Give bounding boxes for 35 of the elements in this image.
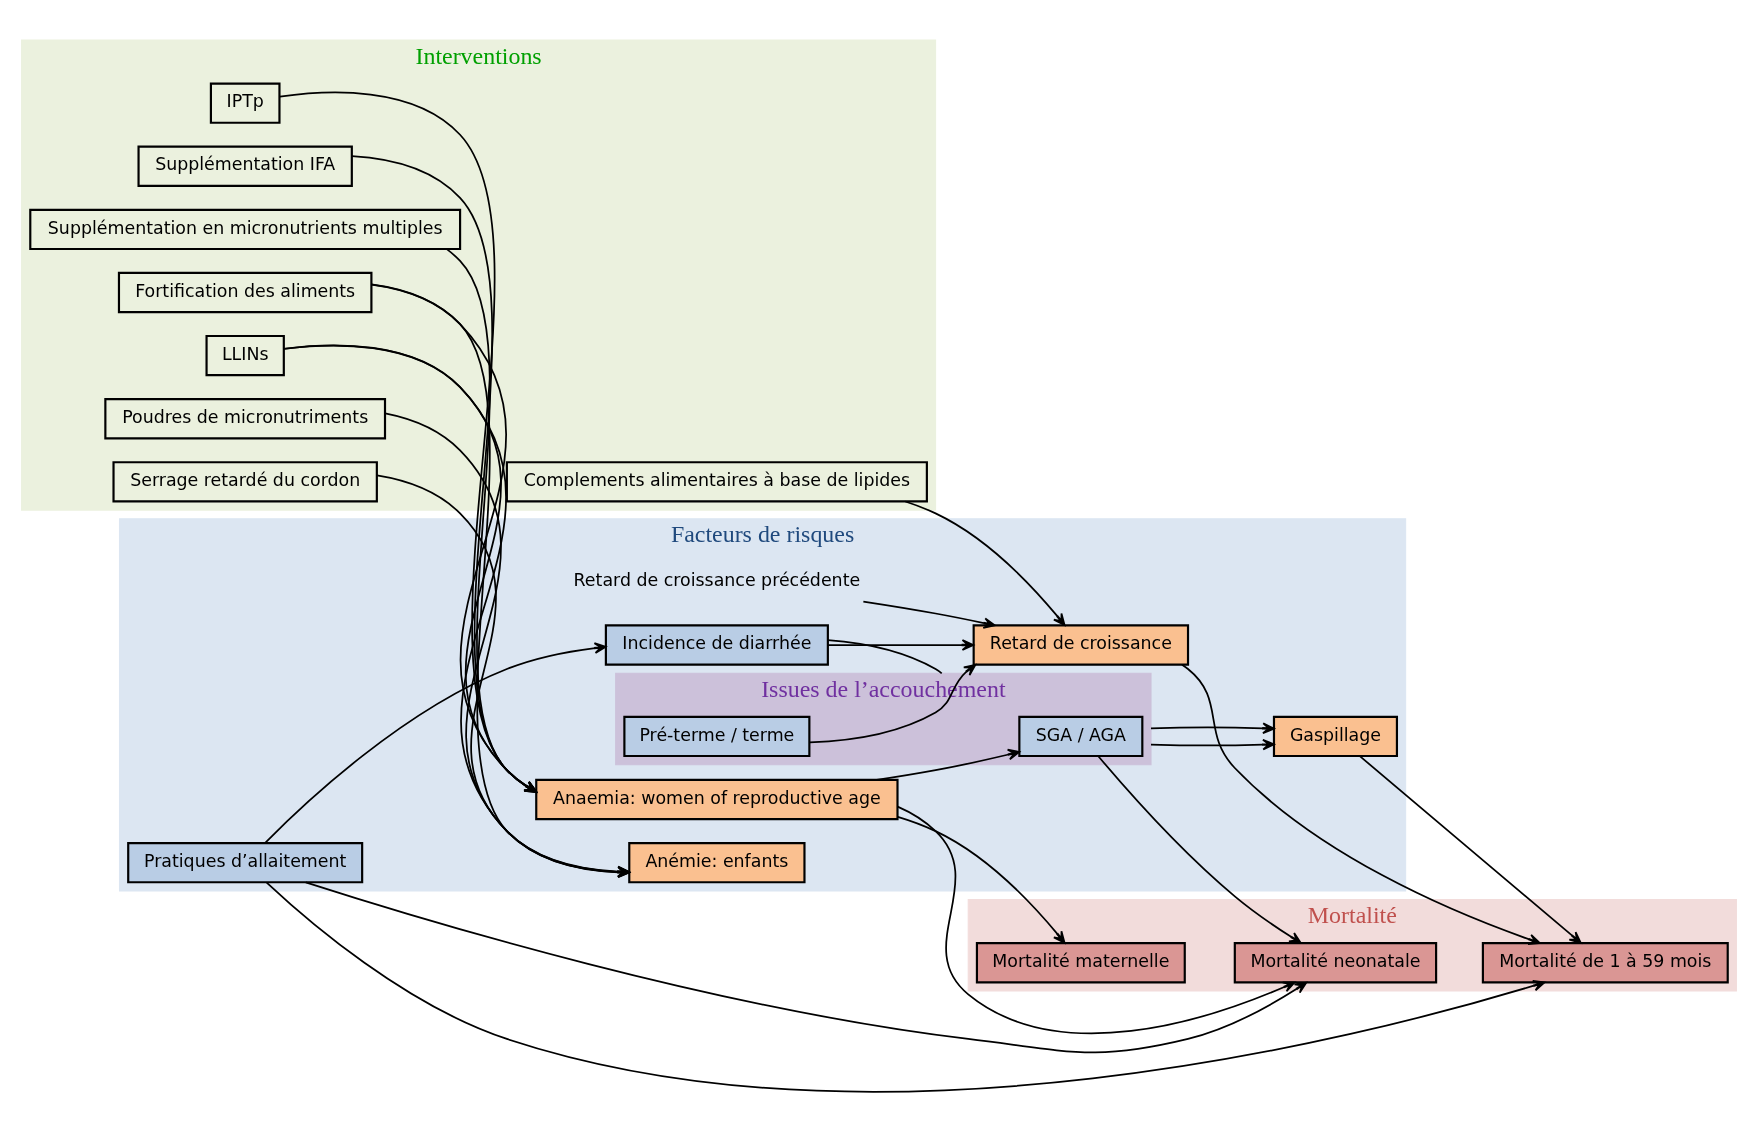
node-box: Supplémentation IFA bbox=[137, 145, 353, 187]
arrow bbox=[1097, 755, 1302, 944]
node-box: Incidence de diarrhée bbox=[604, 623, 829, 666]
arrow bbox=[304, 880, 1308, 1053]
arrow bbox=[862, 600, 996, 629]
node-box: Mortalité de 1 à 59 mois bbox=[1481, 941, 1729, 983]
arrow bbox=[896, 805, 1296, 1034]
node-box: Supplémentation en micronutrients multiples bbox=[29, 208, 462, 250]
node-box: IPTp bbox=[209, 82, 281, 124]
arrow bbox=[827, 638, 975, 651]
node-text: Retard de croissance précédente bbox=[573, 569, 861, 590]
node-box: LLINs bbox=[205, 334, 285, 376]
arrow bbox=[1181, 663, 1541, 945]
arrow bbox=[1358, 754, 1582, 944]
arrow bbox=[896, 815, 1066, 944]
node-box: Mortalité maternelle bbox=[975, 941, 1186, 983]
node-box: SGA / AGA bbox=[1018, 715, 1144, 757]
node-box: Pratiques d’allaitement bbox=[127, 841, 364, 883]
node-box: Complements alimentaires à base de lipides bbox=[505, 460, 928, 502]
arrow bbox=[904, 500, 1066, 626]
connector bbox=[827, 638, 943, 674]
node-box: Serrage retardé du cordon bbox=[112, 460, 378, 502]
arrow bbox=[264, 641, 607, 844]
arrow bbox=[1150, 738, 1275, 750]
node-box: Mortalité neonatale bbox=[1233, 941, 1438, 983]
node-box: Fortification des aliments bbox=[117, 271, 373, 313]
node-box: Pré-terme / terme bbox=[623, 715, 811, 757]
node-box: Retard de croissance bbox=[972, 623, 1190, 666]
node-box: Anaemia: women of reproductive age bbox=[535, 778, 899, 820]
arrow bbox=[1150, 722, 1275, 734]
node-box: Gaspillage bbox=[1272, 715, 1398, 757]
node-box: Poudres de micronutriments bbox=[104, 397, 387, 439]
node-box: Anémie: enfants bbox=[628, 841, 806, 883]
arrow bbox=[875, 748, 1021, 781]
arrow bbox=[265, 881, 1546, 1092]
